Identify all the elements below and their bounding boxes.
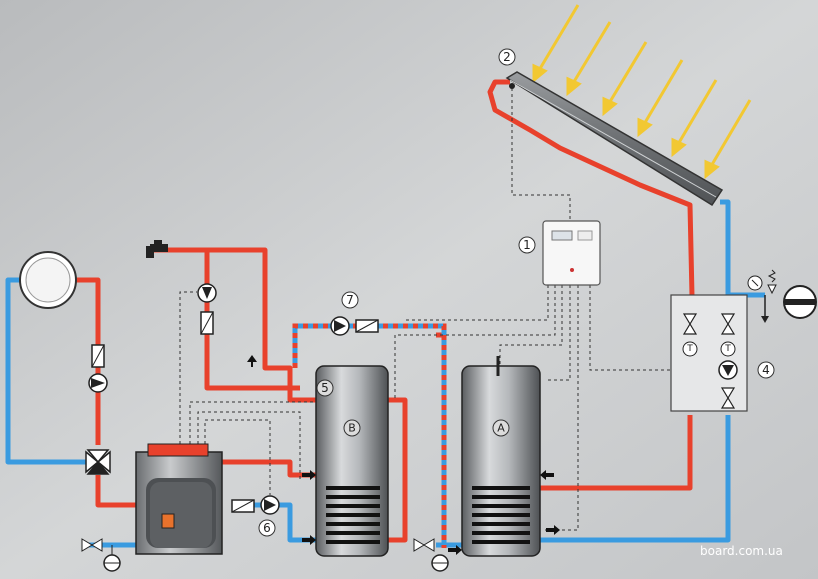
- label-4: 4: [757, 361, 775, 379]
- solar-expansion-vessel: [783, 285, 817, 319]
- circulation-pump-icon: [330, 316, 350, 336]
- label-6: 6: [258, 519, 276, 537]
- svg-text:1: 1: [523, 238, 531, 252]
- svg-text:6: 6: [263, 521, 271, 535]
- watermark: board.com.ua: [700, 544, 783, 558]
- label-7: 7: [341, 291, 359, 309]
- tank-b: [315, 365, 389, 557]
- svg-text:5: 5: [321, 381, 329, 395]
- svg-text:7: 7: [346, 293, 354, 307]
- tap-icon: [146, 240, 168, 258]
- svg-text:4: 4: [762, 363, 770, 377]
- svg-text:T: T: [686, 344, 693, 354]
- drain-valve-icon: [413, 538, 449, 572]
- boiler: [135, 443, 223, 555]
- label-2: 2: [498, 48, 516, 66]
- pump-icon: [88, 373, 108, 393]
- tank-a-label: A: [492, 419, 510, 437]
- pressure-gauge-icon: [747, 275, 763, 291]
- solar-pump-station: T T: [670, 294, 748, 412]
- svg-text:B: B: [348, 422, 356, 435]
- safety-valve-icon: [761, 269, 777, 323]
- flow-arrow-up-icon: [247, 355, 257, 362]
- svg-text:2: 2: [503, 50, 511, 64]
- pump-icon: [197, 283, 217, 303]
- label-5: 5: [316, 379, 334, 397]
- svg-text:T: T: [724, 344, 731, 354]
- mixing-valve-icon: [85, 449, 111, 475]
- solar-collector: [505, 71, 724, 207]
- tank-a: [461, 356, 541, 557]
- drain-valve-icon: [81, 538, 121, 572]
- svg-text:A: A: [497, 422, 505, 435]
- flow-meter-icon: [91, 344, 105, 368]
- flow-meter-icon: [355, 319, 379, 333]
- solar-controller: [542, 220, 601, 286]
- flow-meter-icon: [200, 311, 214, 335]
- flow-arrows: [302, 470, 560, 555]
- expansion-vessel: [19, 251, 77, 309]
- sun-rays: [532, 4, 752, 180]
- boiler-pump-icon: [260, 495, 280, 515]
- flow-meter-icon: [231, 499, 255, 513]
- label-1: 1: [518, 236, 536, 254]
- tank-b-label: B: [343, 419, 361, 437]
